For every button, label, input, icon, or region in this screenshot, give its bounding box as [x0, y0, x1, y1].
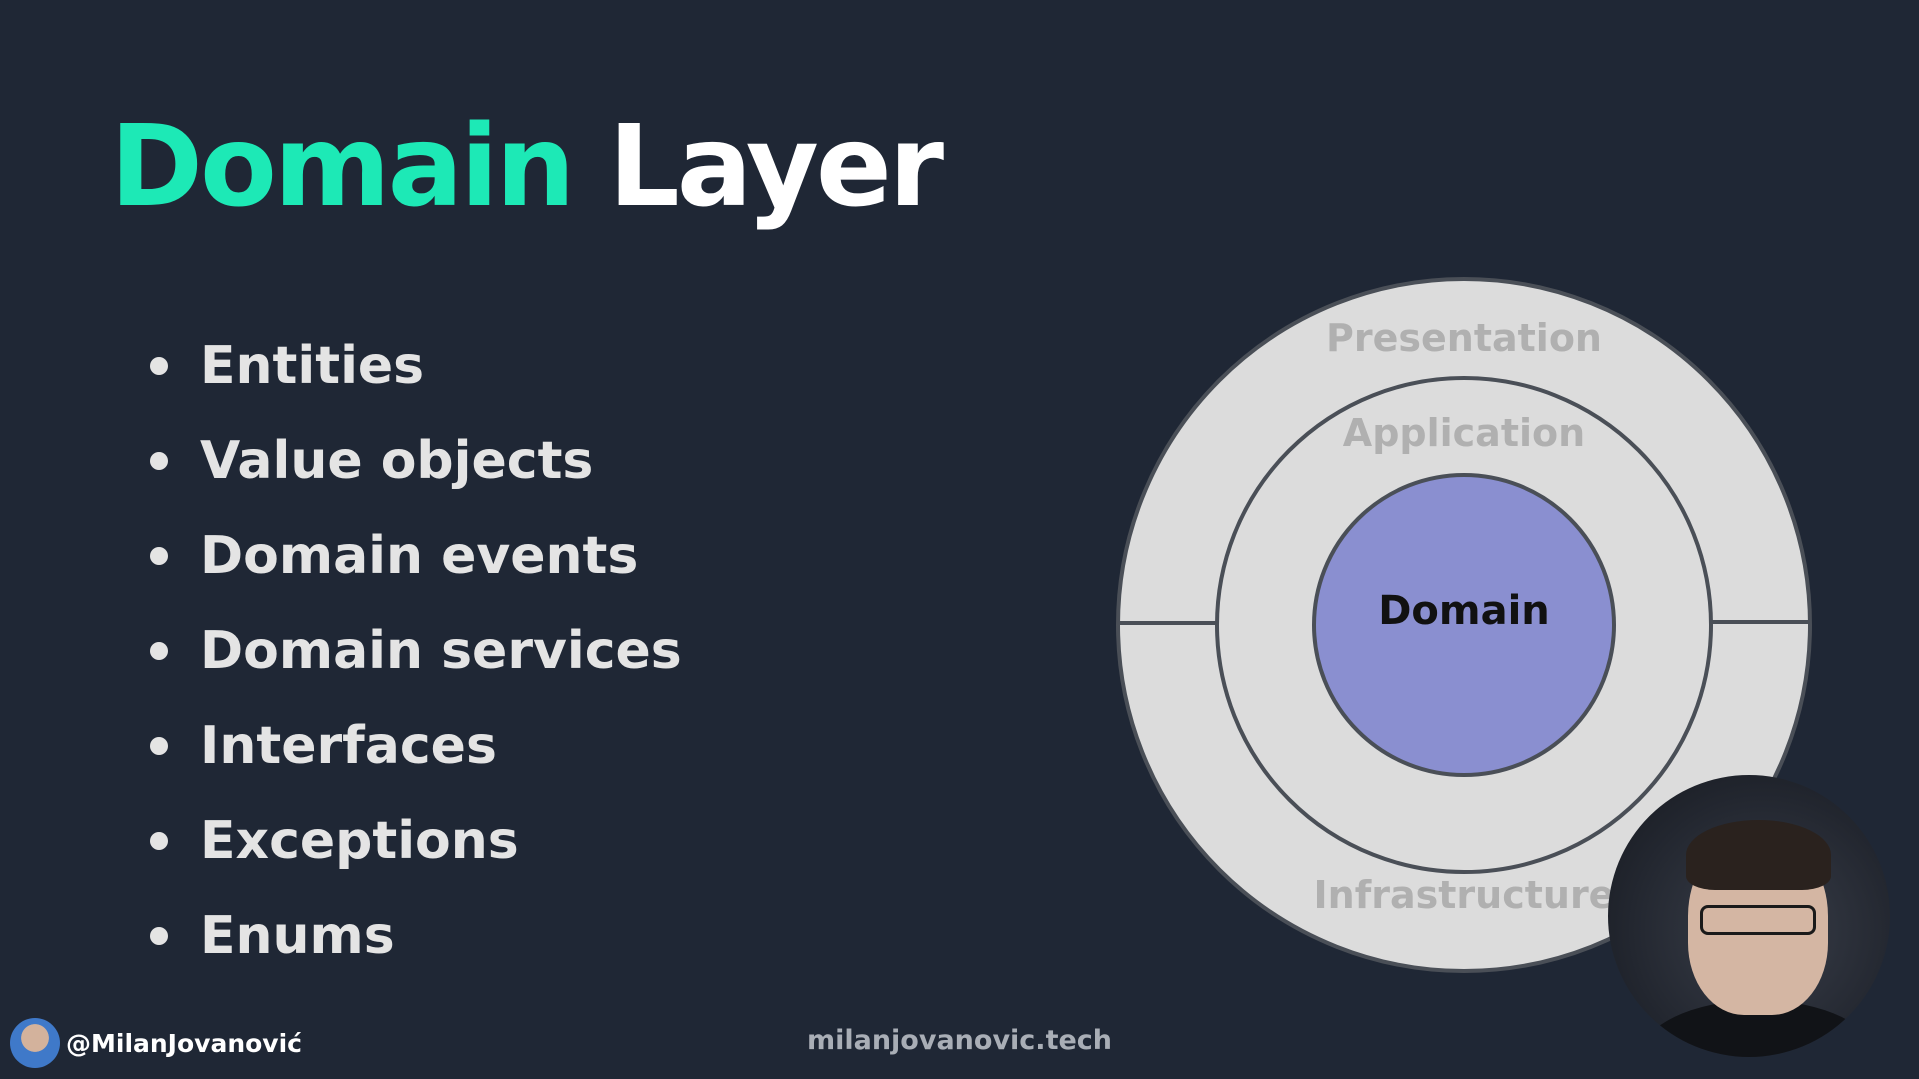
application-label: Application [1343, 411, 1585, 455]
presenter-hair [1686, 820, 1831, 890]
page-title: Domain Layer [110, 100, 944, 234]
bullet-dot-icon [150, 546, 168, 565]
author-handle: @MilanJovanović [66, 1028, 302, 1058]
bullet-dot-icon [150, 451, 168, 470]
title-accent: Domain [110, 102, 575, 232]
avatar [10, 1018, 60, 1068]
list-item: Interfaces [150, 698, 682, 793]
bullet-text: Entities [200, 335, 425, 396]
infrastructure-label: Infrastructure [1314, 873, 1615, 917]
bullet-dot-icon [150, 736, 168, 755]
author-badge: @MilanJovanović [10, 1018, 302, 1068]
title-rest: Layer [608, 102, 944, 232]
bullet-dot-icon [150, 831, 168, 850]
presenter-glasses [1700, 905, 1816, 935]
onion-architecture-diagram: Presentation Application Domain Infrastr… [1116, 277, 1812, 973]
bullet-text: Enums [200, 905, 395, 966]
list-item: Domain events [150, 508, 682, 603]
list-item: Entities [150, 318, 682, 413]
website-text: milanjovanovic.tech [806, 1025, 1113, 1056]
bullet-dot-icon [150, 356, 168, 375]
domain-core [1312, 473, 1616, 777]
list-item: Domain services [150, 603, 682, 698]
bullet-list: Entities Value objects Domain events Dom… [150, 318, 682, 983]
domain-label: Domain [1378, 588, 1550, 634]
bullet-text: Domain services [200, 620, 682, 681]
list-item: Enums [150, 888, 682, 983]
bullet-text: Exceptions [200, 810, 519, 871]
bullet-dot-icon [150, 641, 168, 660]
bullet-dot-icon [150, 926, 168, 945]
bullet-text: Domain events [200, 525, 639, 586]
presentation-label: Presentation [1326, 316, 1602, 360]
list-item: Value objects [150, 413, 682, 508]
presenter-webcam [1608, 775, 1890, 1057]
bullet-text: Interfaces [200, 715, 497, 776]
bullet-text: Value objects [200, 430, 594, 491]
list-item: Exceptions [150, 793, 682, 888]
